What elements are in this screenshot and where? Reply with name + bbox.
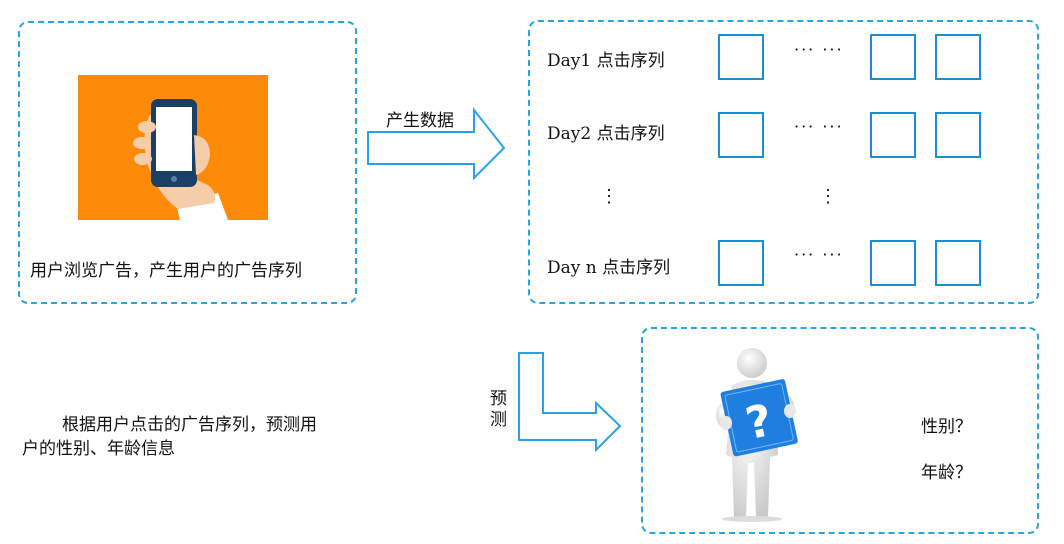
ad-browsing-panel <box>18 21 357 304</box>
vertical-ellipsis: ⋮ <box>600 186 618 207</box>
day1-sequence-label: Day1 点击序列 <box>547 51 665 71</box>
sequence-item <box>870 112 916 158</box>
dayn-sequence-label: Day n 点击序列 <box>547 258 671 278</box>
sequence-item <box>870 240 916 286</box>
phone-in-hand-icon <box>133 99 228 220</box>
phone-hand-illustration <box>78 75 268 220</box>
sequence-ellipsis: ··· ··· <box>794 40 844 59</box>
sequence-item <box>870 34 916 80</box>
sequence-ellipsis: ··· ··· <box>794 117 844 136</box>
predict-label-char2: 测 <box>490 410 507 430</box>
sequence-item <box>935 112 981 158</box>
gender-question: 性别？ <box>921 417 972 437</box>
person-with-question-sign-icon: ? <box>716 348 798 522</box>
click-sequence-panel <box>528 20 1039 304</box>
prediction-result-panel <box>641 327 1039 534</box>
sequence-item <box>718 34 764 80</box>
day2-sequence-label: Day2 点击序列 <box>547 124 665 144</box>
vertical-ellipsis: ⋮ <box>819 186 837 207</box>
sequence-item <box>718 240 764 286</box>
prediction-description-line2: 户的性别、年龄信息 <box>22 439 175 459</box>
predict-label-char1: 预 <box>490 389 507 409</box>
generate-data-label: 产生数据 <box>386 111 454 131</box>
sequence-item <box>935 240 981 286</box>
predict-arrow <box>518 352 622 453</box>
sequence-ellipsis: ··· ··· <box>794 245 844 264</box>
question-figure-illustration: ? <box>700 345 810 523</box>
age-question: 年龄？ <box>921 463 972 483</box>
ad-browsing-caption: 用户浏览广告，产生用户的广告序列 <box>30 261 302 281</box>
sequence-item <box>718 112 764 158</box>
sequence-item <box>935 34 981 80</box>
prediction-description-line1: 根据用户点击的广告序列，预测用 <box>62 415 317 435</box>
